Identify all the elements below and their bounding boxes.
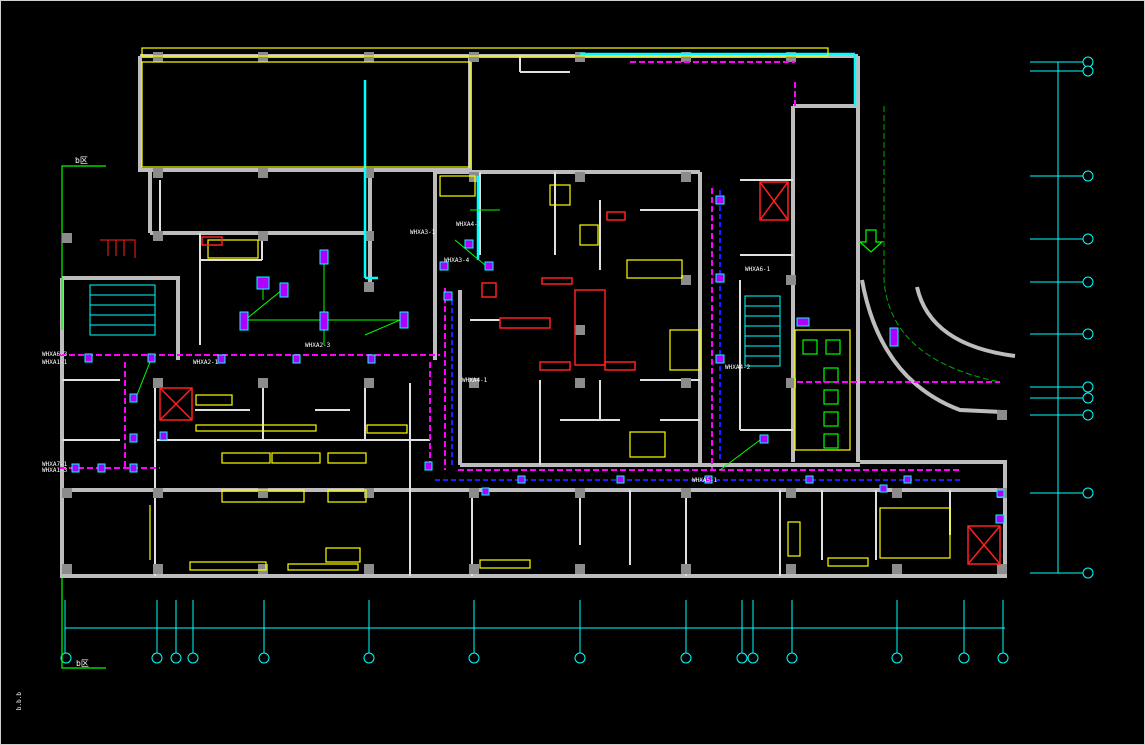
grid-axis-verticals bbox=[64, 600, 1004, 656]
air-diffusers bbox=[71, 195, 1005, 524]
grid-axes bbox=[64, 61, 1084, 656]
pipe-label: WHXA6-3 bbox=[42, 351, 68, 358]
stair-icon bbox=[100, 239, 136, 258]
pipe-label: WHXA3-4 bbox=[444, 257, 470, 264]
curved-ramp bbox=[860, 279, 1016, 414]
pipe-label: WHXA4-1 bbox=[462, 377, 488, 384]
down-arrow-icon bbox=[858, 229, 884, 253]
duct-run bbox=[60, 61, 1000, 471]
pipe-label: WHXA4-1 bbox=[456, 221, 482, 228]
exterior-walls bbox=[60, 54, 1007, 578]
grid-bubble-icon bbox=[60, 56, 1094, 664]
stair-icon bbox=[89, 284, 781, 367]
grid-axis-horizontals bbox=[1030, 61, 1084, 574]
interior-partitions bbox=[62, 55, 951, 576]
corner-note: b.b.b bbox=[16, 692, 23, 711]
pipe-label: WHXA1-1 bbox=[42, 359, 68, 366]
pipe-label: WHXA6-1 bbox=[745, 266, 771, 273]
pipe-label: WHXA4-2 bbox=[725, 364, 751, 371]
elevator-icon bbox=[159, 181, 1001, 565]
pipe-label: WHXA5-1 bbox=[692, 477, 718, 484]
pipe-label: WHXA1-3 bbox=[42, 467, 68, 474]
pipe-label: WHXA3-1 bbox=[410, 229, 436, 236]
cyan-pipes bbox=[363, 52, 857, 280]
zone-marker-bottom: b区 bbox=[76, 659, 89, 668]
pipe-label: WHXA2-3 bbox=[305, 342, 331, 349]
pipe-label: WHXA2-1 bbox=[193, 359, 219, 366]
zone-marker-top: b区 bbox=[75, 156, 88, 165]
pipe-label: WHXA7-1 bbox=[42, 461, 68, 468]
structural-columns bbox=[62, 52, 1007, 574]
red-equipment bbox=[201, 211, 636, 371]
ramp-centerline bbox=[883, 106, 1001, 383]
yellow-fixtures bbox=[141, 47, 951, 571]
green-units bbox=[61, 278, 841, 449]
pipe-run bbox=[435, 190, 960, 481]
